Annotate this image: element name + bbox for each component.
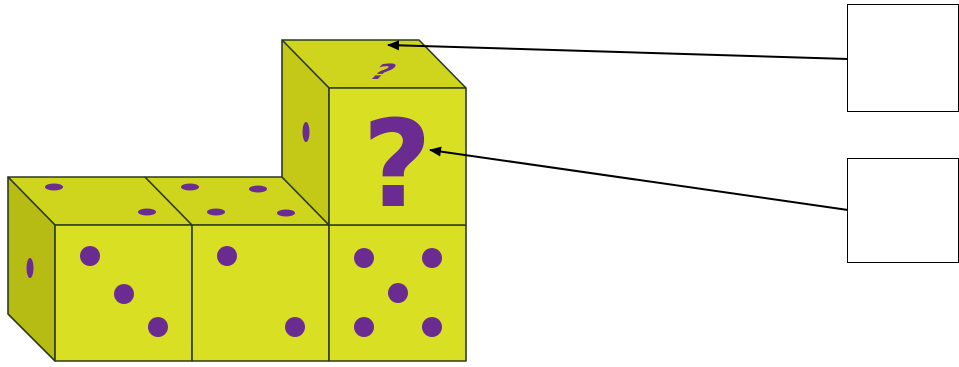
pip bbox=[27, 258, 34, 278]
pip bbox=[422, 317, 442, 337]
pip bbox=[217, 246, 237, 266]
pip bbox=[138, 209, 156, 216]
pip bbox=[354, 248, 374, 268]
answer-box-front-face[interactable] bbox=[847, 158, 959, 263]
pip bbox=[80, 246, 100, 266]
pip bbox=[207, 209, 225, 216]
pip bbox=[422, 248, 442, 268]
die-bottom-middle-front-face bbox=[192, 225, 329, 361]
pip bbox=[181, 184, 199, 191]
pip bbox=[277, 210, 295, 217]
question-mark-front: ? bbox=[362, 96, 432, 235]
answer-box-top-face[interactable] bbox=[847, 4, 959, 112]
pip bbox=[303, 122, 310, 142]
die-bottom-right bbox=[329, 225, 466, 361]
pip bbox=[285, 317, 305, 337]
pip bbox=[388, 283, 408, 303]
arrow-to-front-face bbox=[430, 150, 848, 210]
die-bottom-left bbox=[8, 177, 192, 361]
pip bbox=[45, 184, 63, 191]
pip bbox=[249, 186, 267, 193]
pip bbox=[354, 317, 374, 337]
pip bbox=[148, 317, 168, 337]
arrow-to-top-face bbox=[388, 45, 848, 59]
die-top: ? ? bbox=[282, 40, 466, 235]
pip bbox=[114, 284, 134, 304]
